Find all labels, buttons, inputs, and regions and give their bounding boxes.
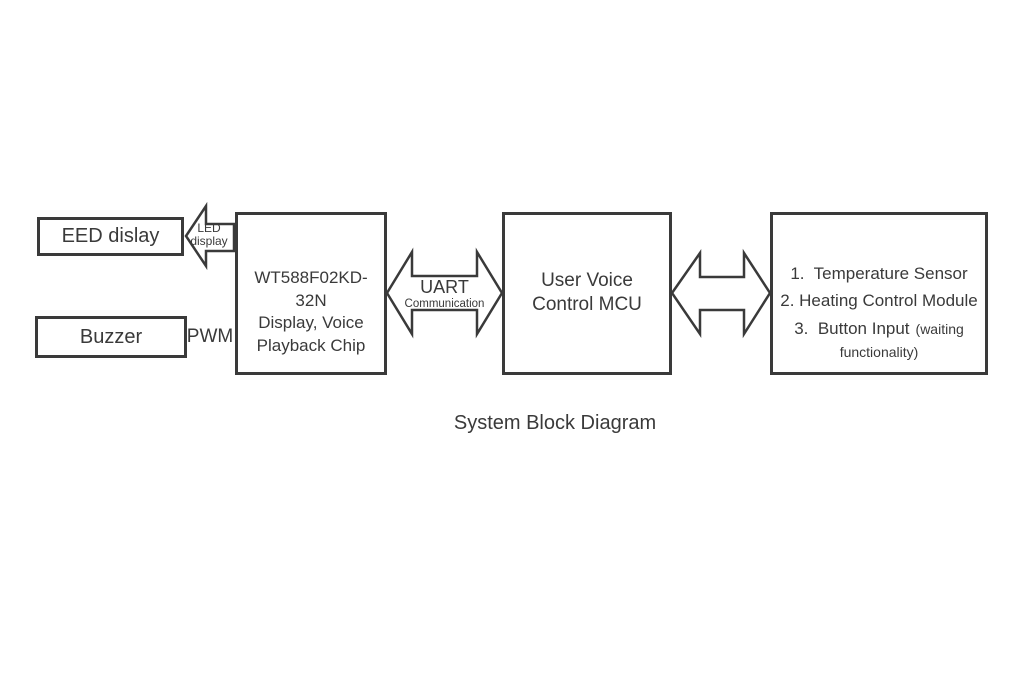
- peripherals-box: 1. Temperature Sensor 2. Heating Control…: [770, 212, 988, 375]
- uart-arrow-label: UART Communication: [402, 278, 487, 311]
- peripheral-item-heating-control: 2. Heating Control Module: [780, 291, 978, 310]
- buzzer-box: Buzzer: [35, 316, 187, 358]
- button-input-note-line2: functionality): [839, 344, 919, 360]
- button-input-note-line1: (waiting: [915, 321, 964, 337]
- pwm-label: PWM: [186, 326, 234, 347]
- uart-sublabel: Communication: [404, 298, 485, 310]
- led-label-line2: display: [190, 234, 228, 248]
- led-display-arrow-label: LED display: [187, 222, 231, 248]
- peripheral-item-button-input: 3. Button Input(waiting: [794, 319, 964, 338]
- eed-display-box: EED dislay: [37, 217, 184, 256]
- buzzer-label: Buzzer: [79, 325, 143, 348]
- peripheral-item-temperature-sensor: 1. Temperature Sensor: [790, 264, 968, 283]
- mcu-box: User Voice Control MCU: [502, 212, 672, 375]
- mcu-peripherals-arrow: [670, 248, 772, 339]
- mcu-label-line2: Control MCU: [532, 294, 642, 315]
- voice-chip-label-line4: Playback Chip: [256, 335, 366, 355]
- diagram-caption: System Block Diagram: [453, 412, 657, 434]
- voice-chip-label-line3: Display, Voice: [258, 313, 364, 332]
- voice-chip-label-line1: WT588F02KD-: [254, 268, 368, 287]
- uart-label: UART: [420, 277, 469, 297]
- voice-chip-box: WT588F02KD- 32N Display, Voice Playback …: [235, 212, 387, 375]
- eed-display-label: EED dislay: [61, 225, 160, 247]
- voice-chip-label-line2: 32N: [295, 290, 327, 310]
- mcu-label-line1: User Voice: [541, 270, 633, 291]
